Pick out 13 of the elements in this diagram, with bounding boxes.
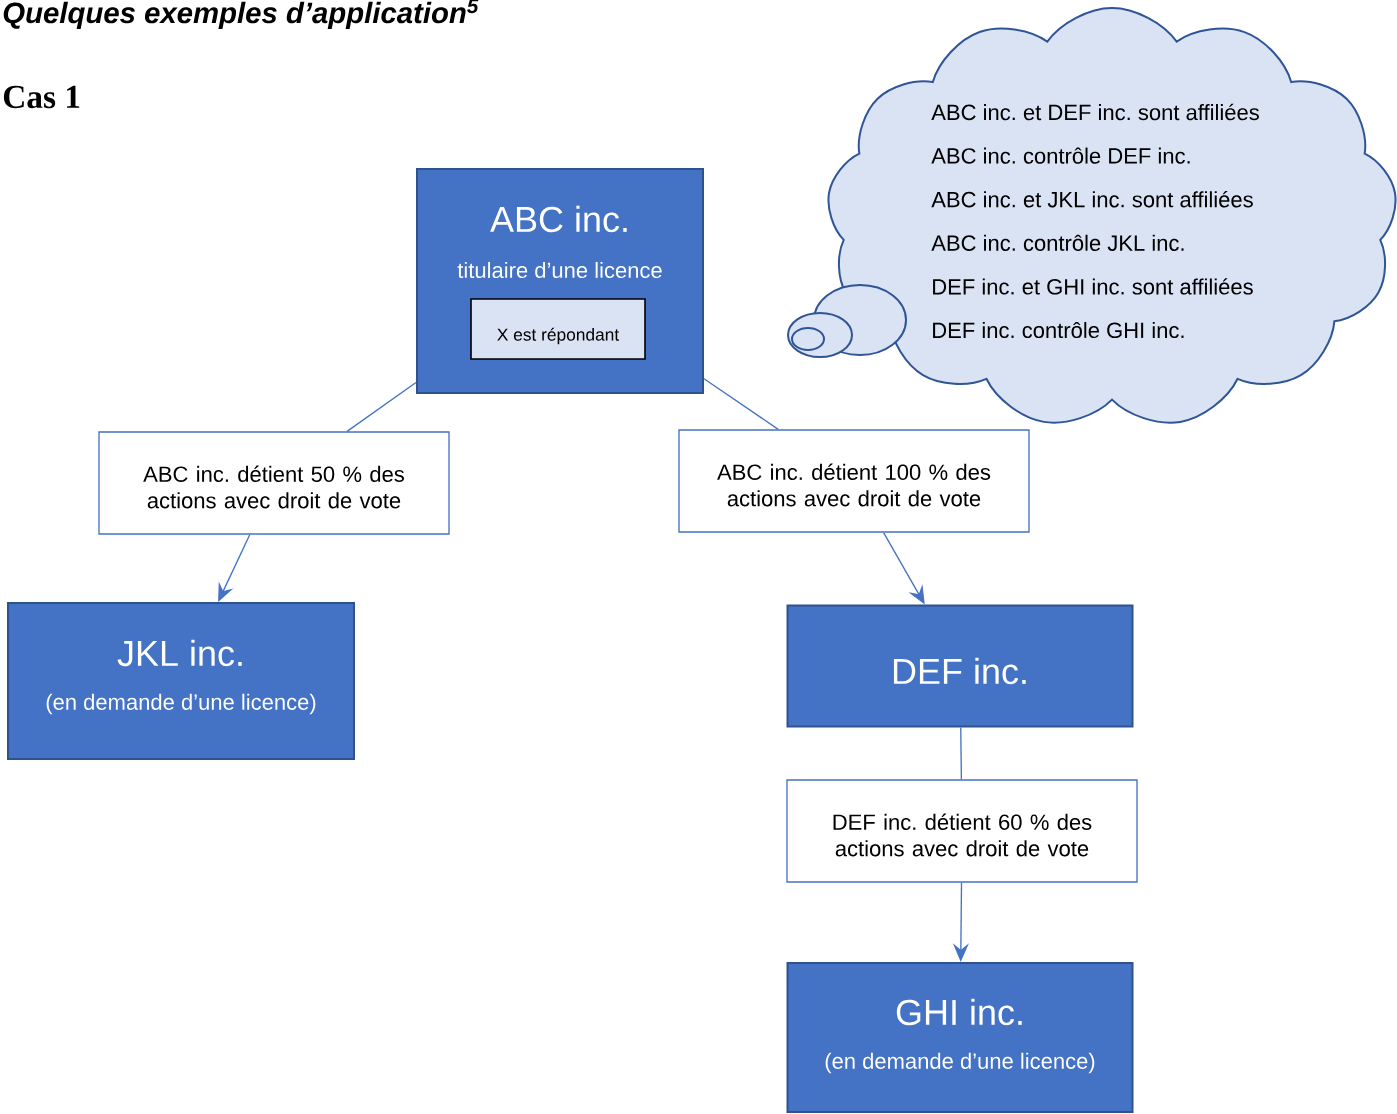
- section-heading: Cas 1: [3, 85, 80, 109]
- company-status: (en demande d’une licence): [825, 1052, 1095, 1074]
- company-status: (en demande d’une licence): [46, 693, 316, 715]
- caption-text: DEF inc. détient 60 % des actions avec droit de vote: [833, 813, 1092, 857]
- company-name: JKL inc.: [117, 639, 242, 667]
- company-name: GHI inc.: [896, 998, 1022, 1026]
- box-label: X est répondant: [497, 327, 620, 345]
- company-name: ABC inc.: [490, 205, 627, 233]
- caption-text: ABC inc. détient 50 % des actions avec droit de vote: [143, 465, 404, 509]
- company-status: titulaire d’une licence: [457, 261, 662, 279]
- caption-text: ABC inc. détient 100 % des actions avec droit de vote: [717, 463, 991, 507]
- arrow: [218, 534, 251, 602]
- company-name: DEF inc.: [893, 657, 1026, 685]
